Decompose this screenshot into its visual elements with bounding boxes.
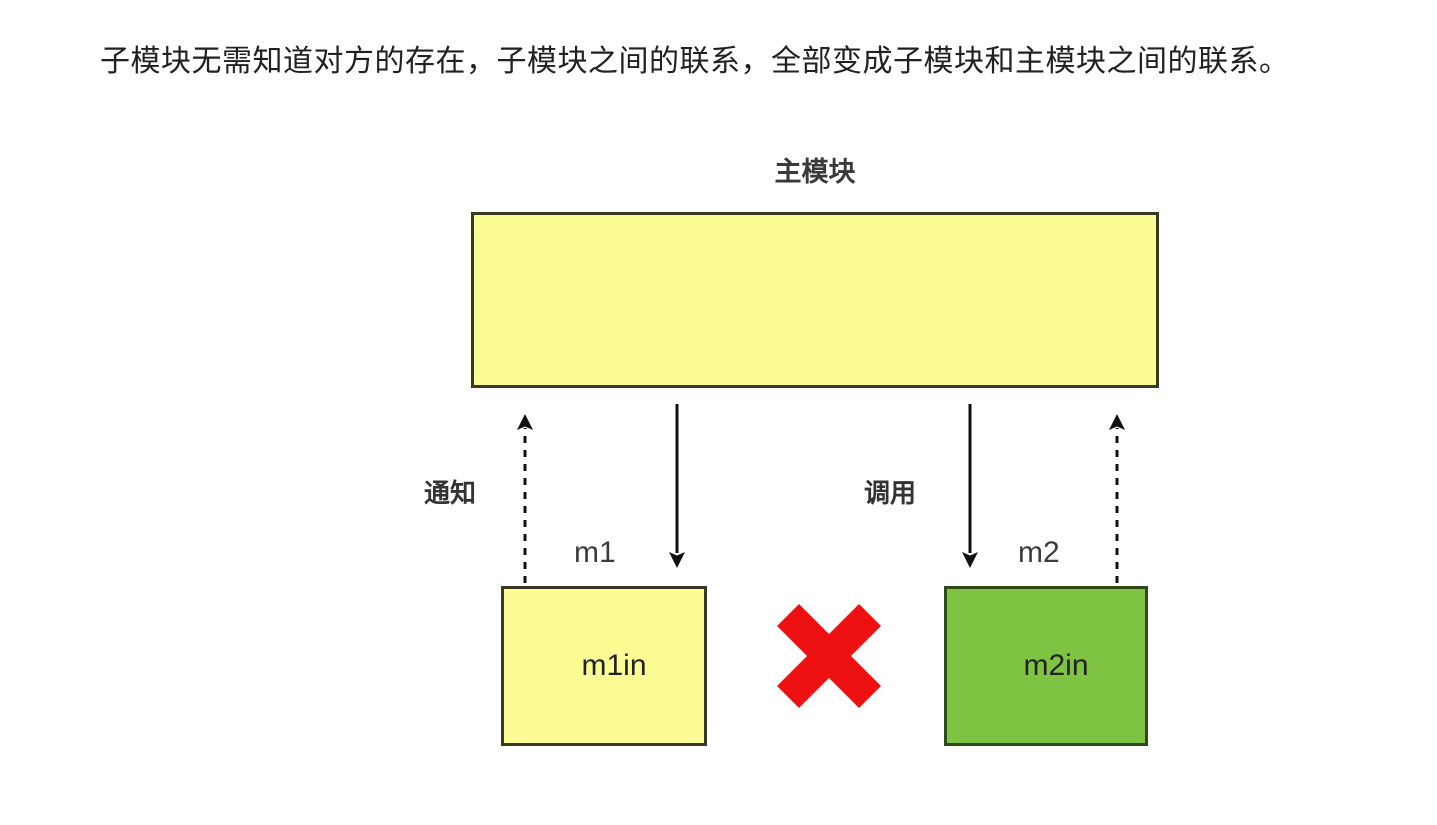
submodule-caption-m1: m1 <box>574 536 616 569</box>
arrow-m2-notify-up <box>1109 414 1125 583</box>
submodule-box-m1in-text: m1in <box>581 649 647 682</box>
connection-label-invoke: 调用 <box>864 478 917 508</box>
main-module-label: 主模块 <box>774 157 856 187</box>
arrow-m2-invoke-down <box>962 404 978 568</box>
arrow-m1-notify-up <box>517 414 533 583</box>
connection-label-notify: 通知 <box>424 478 477 508</box>
page-title: 子模块无需知道对方的存在，子模块之间的联系，全部变成子模块和主模块之间的联系。 <box>100 45 1290 78</box>
submodule-box-m2in: m2in <box>944 586 1148 746</box>
submodule-box-m2in-text: m2in <box>1023 649 1089 682</box>
submodule-box-m1in: m1in <box>501 586 707 746</box>
arrow-m1-invoke-down <box>669 404 685 568</box>
submodule-caption-m2: m2 <box>1018 536 1060 569</box>
red-cross-icon <box>777 604 881 708</box>
main-module-box <box>471 212 1159 388</box>
